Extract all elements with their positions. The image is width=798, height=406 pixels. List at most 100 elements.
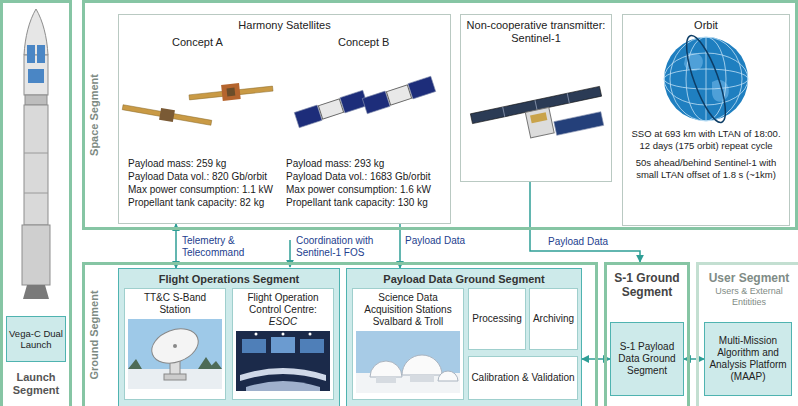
art-part: [24, 105, 48, 225]
node-text: Archiving: [533, 313, 574, 325]
art-part: [525, 107, 554, 137]
segment-band: S-1 Ground SegmentS-1 Payload Data Groun…: [604, 262, 690, 406]
group-box: Flight Operations SegmentTT&C S-Band Sta…: [118, 268, 340, 406]
art-part: [122, 101, 213, 128]
art-part: [282, 333, 285, 336]
photo-box: TT&C S-Band Station: [124, 288, 226, 400]
edge-label: Telemetry & Telecommand: [182, 235, 254, 259]
node-text: Ground Segment: [88, 290, 100, 379]
annotation-label: Payload mass: 293 kg: [286, 158, 384, 170]
art-part: [503, 107, 505, 117]
node-text: Users & External Entitities: [702, 286, 796, 308]
art-part: [300, 339, 324, 353]
segment-band: Space Segment Harmony Satellites Non-coop…: [82, 0, 798, 230]
art-part: [242, 339, 266, 353]
group-box: Payload Data Ground SegmentScience Data …: [346, 268, 582, 406]
art-part: [530, 112, 547, 123]
photo-box: Science Data Acquisition Stations Svalba…: [352, 288, 464, 400]
node-text: Payload Data Ground Segment: [383, 273, 544, 286]
node-text: Non-cooperative transmitter: Sentinel-1: [465, 19, 607, 45]
art-part: [22, 225, 50, 285]
art-part: [173, 344, 177, 348]
annotation-label: Concept B: [338, 36, 389, 49]
art-part: [24, 153, 48, 154]
node-text: SSO at 693 km with LTAN of 18:00. 12 day…: [629, 128, 783, 151]
annotation-label: Payload mass: 259 kg: [128, 158, 226, 170]
art-part: [402, 355, 442, 375]
annotation-label: Concept A: [172, 36, 223, 49]
node-text: Multi-Mission Algorithm and Analysis Pla…: [707, 335, 789, 383]
art-part: [271, 337, 295, 353]
node-text: Orbit: [694, 19, 718, 32]
process-box: Multi-Mission Algorithm and Analysis Pla…: [704, 322, 792, 396]
art-part: [188, 80, 273, 105]
node-text: Calibration & Validation: [471, 372, 574, 384]
node-text: Launch Segment: [5, 371, 67, 397]
art-part: [318, 99, 343, 119]
process-box: Processing: [468, 288, 526, 350]
art-part: [128, 319, 222, 369]
connector-arrow: [684, 358, 704, 360]
art-part: [410, 375, 434, 382]
art-part: [535, 100, 537, 110]
art-part: [246, 381, 320, 391]
node-text: TT&C S-Band Station: [127, 292, 223, 316]
segment-band: Launch Segment Vega-C Dual Launch: [0, 0, 72, 406]
art-part: [37, 45, 45, 63]
art-part: [294, 90, 367, 127]
node-text: Flight Operation Control Centre:: [235, 292, 331, 316]
panel-box: Orbit SSO at 693 km with LTAN of 18:00. …: [622, 14, 790, 226]
node-text: Flight Operations Segment: [159, 273, 300, 286]
annotation-label: Payload Data vol.: 820 Gb/orbit: [128, 171, 267, 183]
art-part: [470, 86, 606, 152]
art-part: [236, 331, 330, 391]
annotation-label: Max power consumption: 1.6 kW: [286, 184, 431, 196]
edge-label: Payload Data: [548, 236, 608, 248]
ground-station-photo: [128, 319, 222, 389]
control-centre-photo: [236, 331, 330, 391]
node-text: 50s ahead/behind Sentinel-1 with small L…: [629, 157, 783, 180]
art-part: [27, 45, 35, 63]
annotation-label: Coordination with Sentinel-1 FOS: [296, 235, 396, 259]
art-part: [376, 377, 396, 383]
art-part: [25, 95, 47, 105]
node-text: Processing: [472, 313, 521, 325]
art-part: [362, 76, 435, 113]
art-part: [679, 32, 733, 126]
node-text: S-1 Payload Data Ground Segment: [613, 341, 681, 377]
photo-box: Flight Operation Control Centre:ESOC: [232, 288, 334, 400]
art-part: [159, 108, 175, 122]
art-part: [23, 285, 49, 299]
art-part: [24, 193, 48, 194]
process-box: S-1 Payload Data Ground Segment: [610, 322, 684, 396]
art-part: [370, 361, 402, 377]
art-part: [664, 53, 748, 105]
node-text: Science Data Acquisition Stations Svalba…: [355, 292, 461, 328]
node-text: S-1 Ground Segment: [610, 271, 684, 299]
process-box: Vega-C Dual Launch: [6, 316, 66, 362]
art-part: [164, 374, 186, 380]
art-part: [554, 112, 604, 136]
segment-band: Ground Segment Flight Operations SegmentT…: [82, 262, 598, 406]
art-part: [28, 69, 44, 83]
node-text: Harmony Satellites: [238, 19, 330, 32]
art-part: [309, 333, 312, 336]
annotation-label: Payload Data vol.: 1683 Gb/orbit: [286, 171, 431, 183]
art-part: [684, 53, 729, 102]
node-text: User Segment: [709, 271, 790, 285]
art-part: [386, 85, 411, 105]
node-text: Space Segment: [88, 74, 100, 156]
art-part: [567, 93, 569, 103]
annotation-label: Propellant tank capacity: 82 kg: [128, 197, 264, 209]
art-part: [221, 83, 241, 101]
art-part: [438, 371, 458, 381]
art-part: [294, 105, 322, 128]
art-part: [122, 105, 212, 126]
node-text: Vega-C Dual Launch: [9, 328, 63, 350]
globe-illustration: [656, 32, 756, 126]
art-part: [664, 69, 748, 89]
acquisition-station-photo: [356, 331, 460, 393]
process-box: Calibration & Validation: [468, 356, 578, 400]
process-box: Archiving: [529, 288, 578, 350]
segment-band: User SegmentUsers & External EntititiesM…: [696, 262, 798, 406]
